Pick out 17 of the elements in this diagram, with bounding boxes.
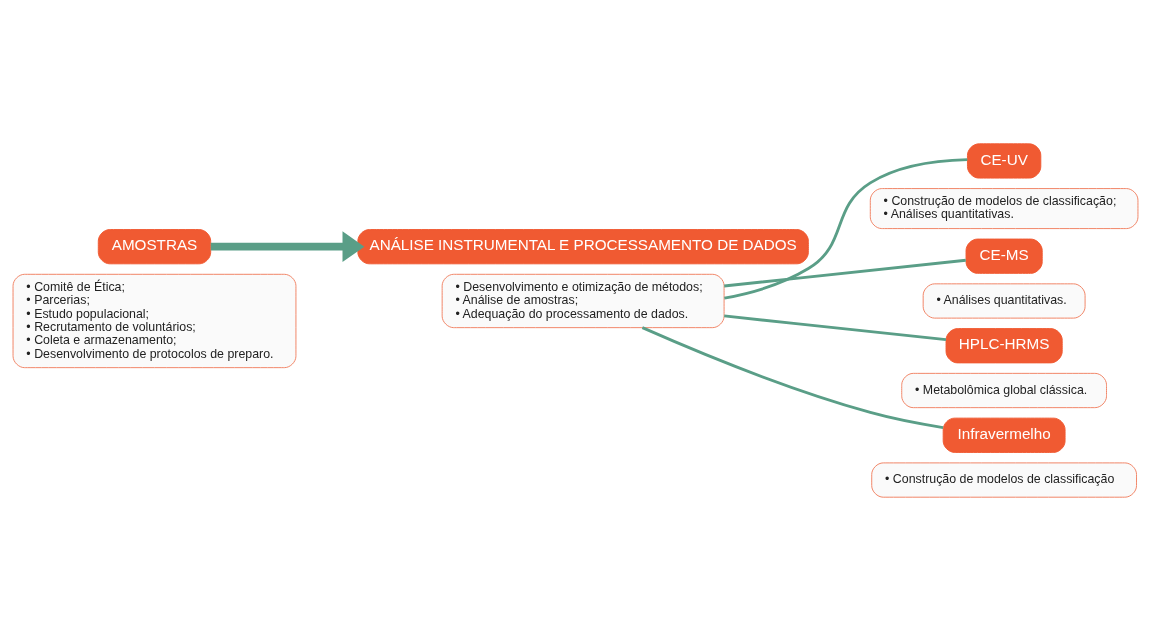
arrow: [210, 231, 365, 262]
node-box: • Construção de modelos de classificação: [871, 462, 1137, 498]
connector: [724, 314, 947, 342]
node-box: AMOSTRAS: [97, 229, 212, 265]
node-box: Infravermelho: [942, 417, 1066, 453]
node-box: • Análises quantitativas.: [922, 283, 1086, 319]
node-box: CE-UV: [967, 143, 1042, 179]
node-box: CE-MS: [965, 238, 1043, 274]
connector: [724, 158, 968, 300]
node-box: HPLC-HRMS: [945, 328, 1063, 364]
connector: [724, 258, 966, 288]
node-box: • Metabolômica global clássica.: [901, 372, 1107, 409]
node-box: • Desenvolvimento e otimização de métodos; • Análise de amostras; • Adequação do processamento de dados.: [441, 273, 725, 329]
node-box: • Construção de modelos de classificação; • Análises quantitativas.: [869, 188, 1139, 230]
node-box: • Comitê de Ética; • Parcerias; • Estudo populacional; • Recrutamento de voluntários; • Coleta e armazenamento; • Desenvolvimento de protocolos de preparo.: [12, 273, 297, 369]
connector: [641, 326, 944, 429]
node-box: ANÁLISE INSTRUMENTAL E PROCESSAMENTO DE DADOS: [357, 229, 809, 265]
